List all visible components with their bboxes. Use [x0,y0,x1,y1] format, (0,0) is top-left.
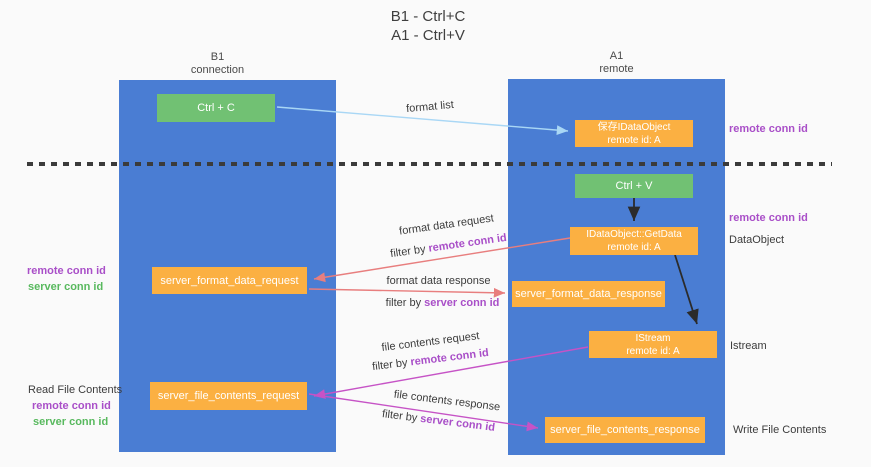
top-right-remote-conn-id-label: remote conn id [729,123,808,135]
left-bottom-server-conn-id-label: server conn id [33,416,109,428]
lane-header-b1: B1 connection [110,51,325,77]
save-idataobject-line2: remote id: A [607,134,661,146]
server-file-contents-response-label: server_file_contents_response [550,424,700,436]
istream-line2: remote id: A [626,345,680,357]
getdata-box: IDataObject::GetData remote id: A [570,227,698,255]
file-response-filter-key: server conn id [419,412,496,434]
save-idataobject-line1: 保存IDataObject [597,121,671,133]
format-data-response-arrow-label: format data response [386,275,491,287]
title-line-1: B1 - Ctrl+C [390,8,466,25]
file-request-filter-key: remote conn id [409,346,490,369]
mid-right-remote-conn-id-label: remote conn id [729,212,808,224]
server-file-contents-request-box: server_file_contents_request [150,382,307,410]
lane-a1-role: remote [599,63,634,75]
read-file-contents-label: Read File Contents [28,384,123,396]
istream-box: IStream remote id: A [589,331,717,358]
left-bottom-remote-conn-id-label: remote conn id [32,400,111,412]
file-response-filter-prefix: filter by [381,408,422,425]
file-contents-response-arrow-label: file contents response [393,388,501,414]
save-idataobject-box: 保存IDataObject remote id: A [575,120,693,147]
getdata-line1: IDataObject::GetData [586,229,682,240]
format-response-filter-key: server conn id [424,297,500,309]
lane-header-a1: A1 remote [508,50,725,76]
title-line-2: A1 - Ctrl+V [391,27,465,44]
left-mid-server-conn-id-label: server conn id [28,281,104,293]
getdata-line2: remote id: A [607,242,661,253]
istream-line1: IStream [635,332,671,344]
write-file-contents-label: Write File Contents [733,424,827,436]
ctrl-v-box: Ctrl + V [575,174,693,198]
server-file-contents-response-box: server_file_contents_response [545,417,705,443]
lane-b1-role: connection [190,64,245,76]
lane-a1-name: A1 [609,50,624,62]
server-format-data-response-label: server_format_data_response [515,288,662,300]
ctrl-c-label: Ctrl + C [197,102,235,114]
format-response-filter-prefix: filter by [385,297,425,309]
format-list-arrow-label: format list [405,98,455,116]
format-response-arrow [308,287,506,298]
ctrl-v-label: Ctrl + V [615,180,653,192]
left-mid-remote-conn-id-label: remote conn id [27,265,106,277]
server-file-contents-request-label: server_file_contents_request [157,390,300,402]
lane-b1-name: B1 [210,51,225,63]
format-request-filter-key: remote conn id [427,231,508,255]
format-response-filter-label: filter by server conn id [380,297,505,309]
dataobject-label: DataObject [729,234,785,246]
server-format-data-request-label: server_format_data_request [160,274,299,287]
istream-side-label: Istream [730,340,767,352]
diagram-title: B1 - Ctrl+C A1 - Ctrl+V [338,7,518,45]
server-format-data-response-box: server_format_data_response [512,281,665,307]
server-format-data-request-box: server_format_data_request [152,267,307,294]
format-request-filter-prefix: filter by [389,242,430,261]
dashed-separator [27,162,832,166]
file-request-filter-prefix: filter by [371,356,412,374]
ctrl-c-box: Ctrl + C [157,94,275,122]
